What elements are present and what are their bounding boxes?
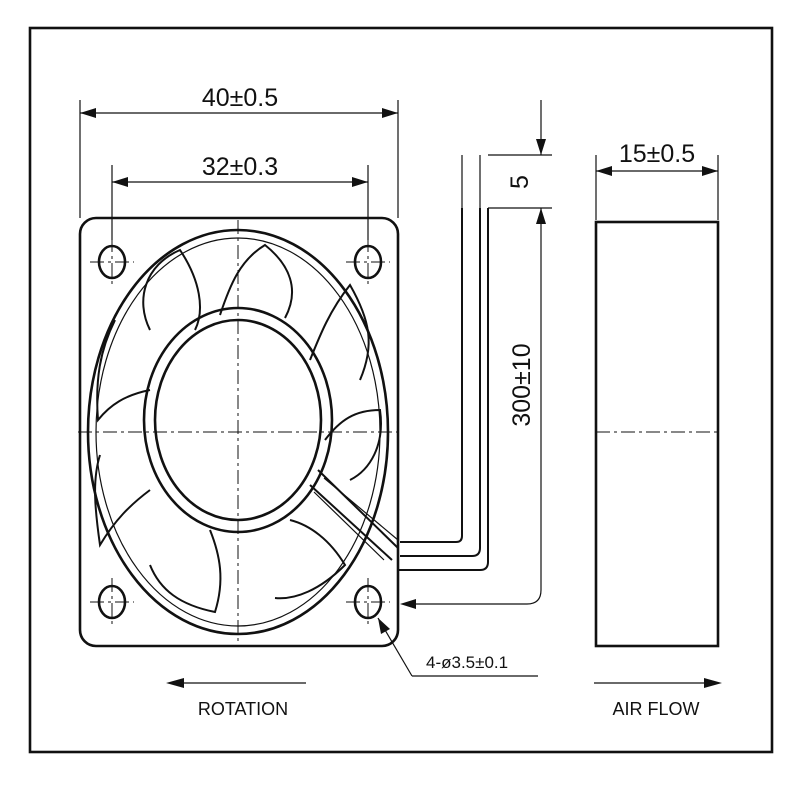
- dim-thickness: 15±0.5: [595, 140, 719, 220]
- dim-overall-width-label: 40±0.5: [202, 84, 278, 112]
- dim-lead-length: 300±10: [400, 232, 542, 609]
- dim-overall-width: 40±0.5: [79, 84, 399, 218]
- front-view: [78, 216, 400, 648]
- airflow-label: AIR FLOW: [612, 699, 699, 719]
- arrow-left-icon: [166, 678, 184, 688]
- dim-mount-spacing: 32±0.3: [111, 153, 369, 240]
- fan-strut: [317, 469, 399, 549]
- fan-blade: [149, 529, 222, 614]
- dim-mount-spacing-label: 32±0.3: [202, 153, 278, 181]
- dim-lead-strip-label: 5: [506, 175, 534, 189]
- lead-wires: [398, 155, 489, 571]
- side-view: [594, 220, 720, 648]
- dim-lead-length-label: 300±10: [508, 343, 536, 426]
- mount-holes: [90, 238, 390, 626]
- fan-strut: [313, 491, 385, 561]
- fan-blade: [142, 248, 201, 331]
- dim-lead-strip: 5: [488, 100, 552, 232]
- fan-blade: [96, 319, 151, 423]
- arrow-right-icon: [704, 678, 722, 688]
- fan-blade: [94, 454, 151, 548]
- fan-blade: [309, 283, 370, 381]
- fan-blade: [324, 408, 382, 481]
- dim-holes-label: 4-ø3.5±0.1: [426, 653, 508, 672]
- fan-strut: [323, 477, 399, 541]
- fan-strut: [309, 484, 393, 561]
- rotation-label: ROTATION: [198, 699, 288, 719]
- fan-blade: [274, 519, 347, 600]
- drawing-frame: [28, 26, 774, 754]
- fan-side-outline: [594, 220, 720, 648]
- airflow-indicator: AIR FLOW: [594, 678, 722, 719]
- fan-blade: [219, 243, 294, 319]
- dim-holes: 4-ø3.5±0.1: [377, 617, 538, 677]
- fan-blades: [94, 243, 382, 614]
- rotation-indicator: ROTATION: [166, 678, 306, 719]
- dim-thickness-label: 15±0.5: [619, 140, 695, 168]
